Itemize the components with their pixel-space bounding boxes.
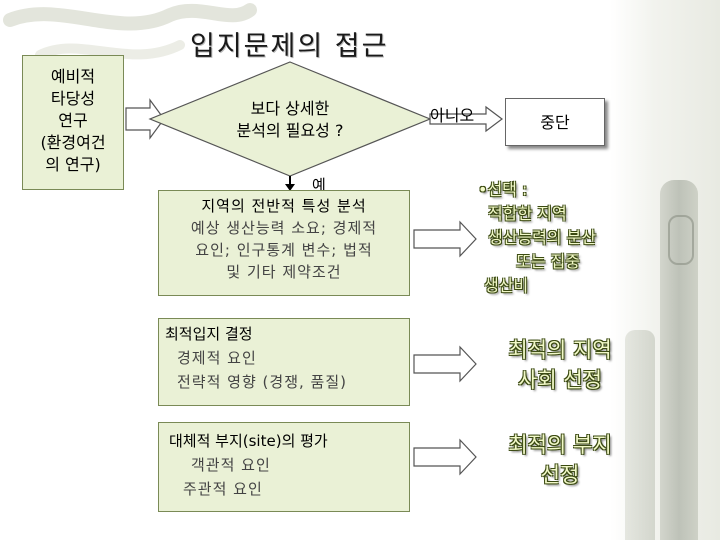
arrow-region-to-selection — [413, 220, 477, 258]
prelim-line: 연구 — [58, 111, 88, 130]
selection-line: 생산능력의 분산 — [488, 228, 597, 247]
region-result-line: 최적의 지역 — [508, 338, 612, 362]
selection-result: •선택 : 적합한 지역 생산능력의 분산 또는 집중 생산비 — [478, 178, 618, 298]
site-result-line: 선정 — [540, 463, 580, 487]
arrow-decision-to-stop — [429, 105, 503, 133]
site-result-line: 최적의 부지 — [508, 433, 612, 457]
region-result: 최적의 지역 사회 선정 — [490, 335, 630, 395]
prelim-line: 타당성 — [50, 89, 96, 108]
region-analysis-box: 지역의 전반적 특성 분석 예상 생산능력 소요; 경제적 요인; 인구통계 변… — [158, 190, 410, 296]
site-decision-head: 최적입지 결정 — [165, 325, 253, 343]
site-eval-item: 주관적 요인 — [183, 480, 263, 498]
selection-line: 적합한 지역 — [488, 204, 567, 223]
decision-text: 보다 상세한 분석의 필요성 ? — [195, 98, 385, 142]
decorative-swirl — [3, 3, 257, 60]
arrow-siteselect-to-region — [413, 345, 477, 383]
site-eval-item: 객관적 요인 — [191, 456, 271, 474]
selection-line: •선택 : — [478, 180, 528, 199]
yes-label: 예 — [312, 176, 326, 194]
prelim-study-box: 예비적 타당성 연구 (환경여건 의 연구) — [22, 55, 124, 190]
site-eval-box: 대체적 부지(site)의 평가 객관적 요인 주관적 요인 — [158, 422, 410, 512]
region-head: 지역의 전반적 특성 분석 — [201, 197, 367, 215]
arrow-prelim-to-decision — [125, 98, 165, 140]
decision-line2: 분석의 필요성 ? — [236, 121, 344, 140]
site-decision-item: 경제적 요인 — [177, 349, 257, 367]
region-sub-line: 요인; 인구통계 변수; 법적 — [195, 241, 373, 259]
decorative-pole — [625, 330, 655, 540]
selection-line: 생산비 — [484, 276, 529, 295]
decision-line1: 보다 상세한 — [250, 99, 330, 118]
page-title: 입지문제의 접근 — [190, 31, 389, 62]
decorative-totem — [660, 180, 698, 540]
region-sub-line: 및 기타 제약조건 — [226, 263, 342, 281]
site-decision-box: 최적입지 결정 경제적 요인 전략적 영향 (경쟁, 품질) — [158, 318, 410, 406]
region-sub-line: 예상 생산능력 소요; 경제적 — [190, 219, 378, 237]
arrow-yes-head — [285, 184, 295, 191]
region-result-line: 사회 선정 — [518, 368, 602, 392]
prelim-line: 예비적 — [50, 67, 96, 86]
no-label: 아니오 — [430, 106, 475, 125]
arrow-siteeval-to-site — [413, 438, 477, 476]
site-result: 최적의 부지 선정 — [490, 430, 630, 490]
site-decision-item: 전략적 영향 (경쟁, 품질) — [177, 373, 347, 391]
prelim-line: 의 연구) — [45, 155, 101, 174]
decorative-totem-face — [668, 215, 694, 265]
selection-line: 또는 집중 — [516, 252, 580, 271]
site-eval-head: 대체적 부지(site)의 평가 — [169, 432, 328, 450]
stop-box: 중단 — [505, 98, 605, 146]
prelim-line: (환경여건 — [40, 133, 106, 152]
